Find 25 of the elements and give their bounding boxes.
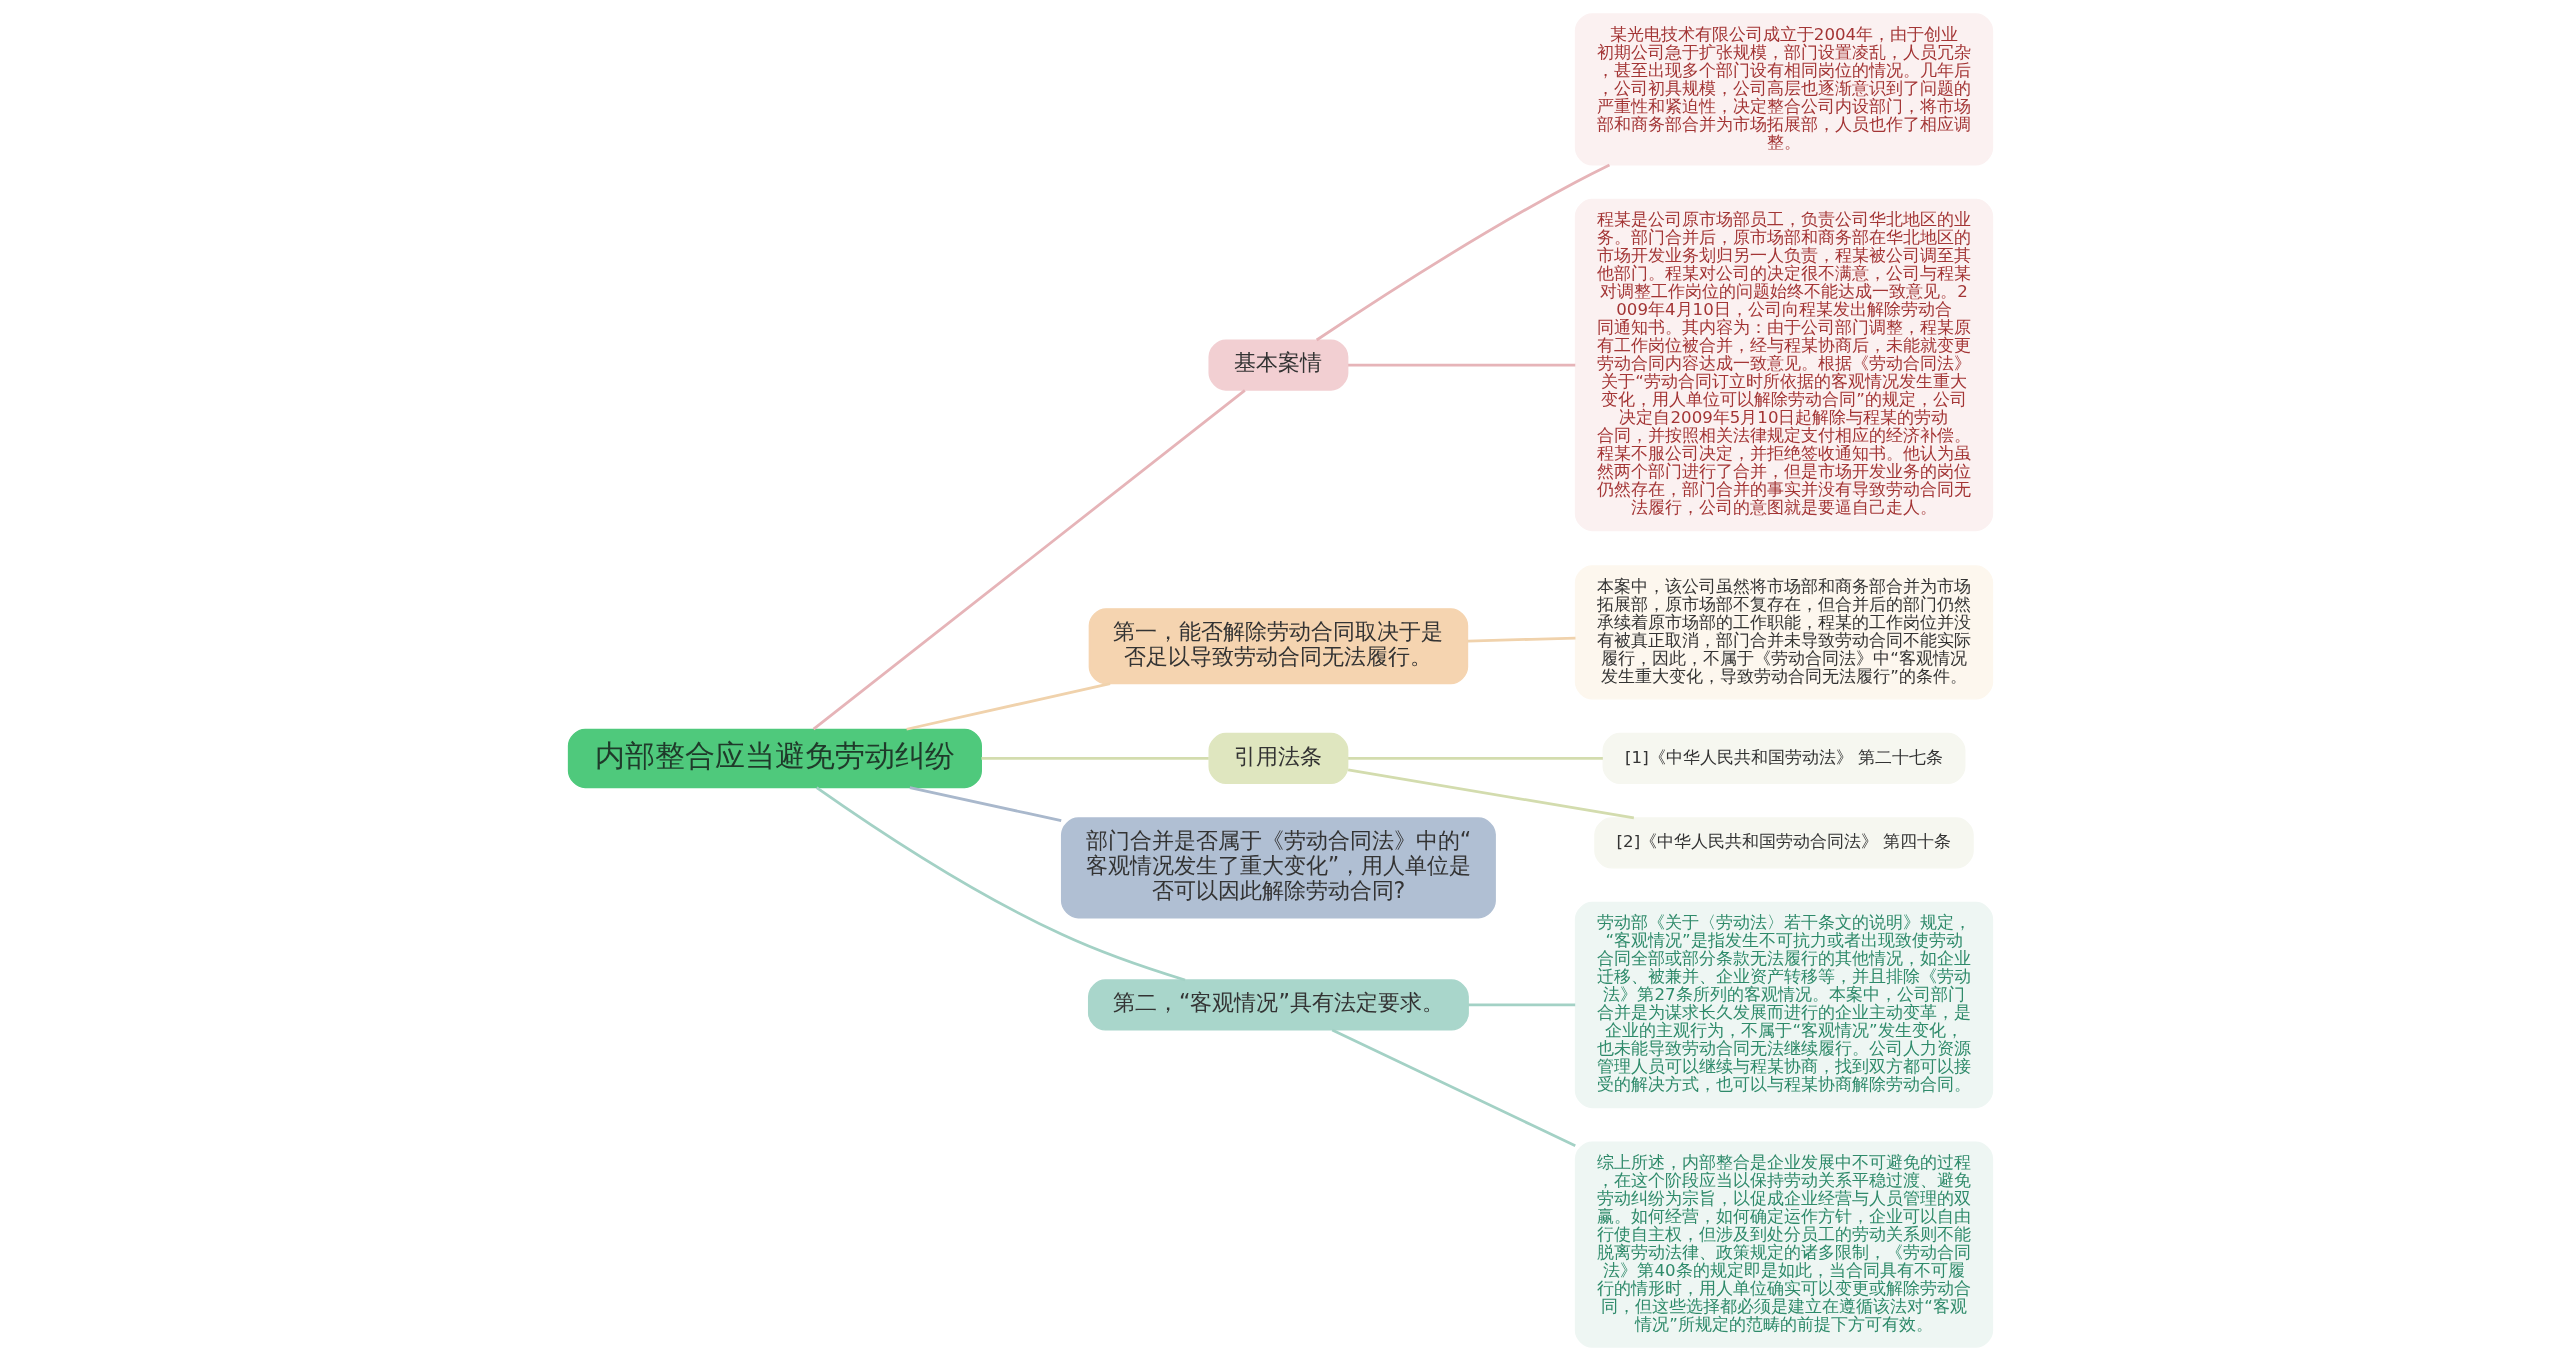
node-box: 内部整合应当避免劳动纠纷	[567, 728, 982, 789]
node-box: 基本案情	[1207, 339, 1348, 391]
node-box: 某光电技术有限公司成立于2004年，由于创业初期公司急于扩张规模，部门设置凌乱，人员冗杂，甚至出现多个部门设有相同岗位的情况。几年后，公司初具规模，公司高层也逐渐意识到了问题的严重性和紧迫性，决定整合公司内设部门，将市场部和商务部合并为市场拓展部，人员也作了相应调整。	[1574, 13, 1993, 166]
connector	[1467, 636, 1576, 643]
node-box: 综上所述，内部整合是企业发展中不可避免的过程，在这个阶段应当以保持劳动关系平稳过渡、避免劳动纠纷为宗旨，以促成企业经营与人员管理的双赢。如何经营，如何确定运作方针，企业可以自由行使自主权，但涉及到处分员工的劳动关系则不能脱离劳动法律、政策规定的诸多限制，《劳动合同法》第40条的规定即是如此，当合同具有不可履行的情形时，用人单位确实可以变更或解除劳动合同，但这些选择都必须是建立在遵循该法对“客观情况”所规定的范畴的前提下方可有效。	[1574, 1141, 1993, 1348]
connector	[980, 757, 1209, 760]
connector	[1315, 163, 1610, 342]
node-box: 本案中，该公司虽然将市场部和商务部合并为市场拓展部，原市场部不复存在，但合并后的部门仍然承续着原市场部的工作职能，程某的工作岗位并没有被真正取消，部门合并未导致劳动合同不能实际履行，因此，不属于《劳动合同法》中“客观情况发生重大变化，导致劳动合同无法履行”的条件。	[1574, 565, 1993, 700]
connector	[812, 389, 1246, 731]
connector	[815, 786, 1185, 982]
connector	[1347, 768, 1634, 820]
node-box: [2]《中华人民共和国劳动合同法》 第四十条	[1593, 817, 1974, 869]
connector	[909, 786, 1061, 823]
connector	[1347, 757, 1603, 760]
connector	[1331, 1028, 1576, 1148]
node-box: 部门合并是否属于《劳动合同法》中的“客观情况发生了重大变化”，用人单位是否可以因此解除劳动合同?	[1060, 817, 1496, 919]
node-box: 程某是公司原市场部员工，负责公司华北地区的业务。部门合并后，原市场部和商务部在华北地区的市场开发业务划归另一人负责，程某被公司调至其他部门。程某对公司的决定很不满意，公司与程某对调整工作岗位的问题始终不能达成一致意见。2009年4月10日，公司向程某发出解除劳动合同通知书。其内容为：由于公司部门调整，程某原有工作岗位被合并，经与程某协商后，未能就变更劳动合同内容达成一致意见。根据《劳动合同法》关于“劳动合同订立时所依据的客观情况发生重大变化，用人单位可以解除劳动合同”的规定，公司决定自2009年5月10日起解除与程某的劳动合同，并按照相关法律规定支付相应的经济补偿。程某不服公司决定，并拒绝签收通知书。他认为虽然两个部门进行了合并，但是市场开发业务的岗位仍然存在，部门合并的事实并没有导致劳动合同无法履行，公司的意图就是要逼自己走人。	[1574, 198, 1993, 532]
node-box: [1]《中华人民共和国劳动法》 第二十七条	[1602, 732, 1965, 785]
connector	[905, 682, 1110, 731]
node-box: 引用法条	[1207, 732, 1348, 785]
node-box: 第二，“客观情况”具有法定要求。	[1087, 979, 1469, 1031]
connector	[1467, 1003, 1575, 1007]
node-box: 第一，能否解除劳动合同取决于是否足以导致劳动合同无法履行。	[1088, 608, 1468, 685]
connector	[1347, 363, 1575, 367]
node-box: 劳动部《关于〈劳动法〉若干条文的说明》规定，“客观情况”是指发生不可抗力或者出现致使劳动合同全部或部分条款无法履行的其他情况，如企业迁移、被兼并、企业资产转移等，并且排除《劳动法》第27条所列的客观情况。本案中，公司部门合并是为谋求长久发展而进行的企业主动变革，是企业的主观行为，不属于“客观情况”发生变化，也未能导致劳动合同无法继续履行。公司人力资源管理人员可以继续与程某协商，找到双方都可以接受的解决方式，也可以与程某协商解除劳动合同。	[1574, 901, 1993, 1109]
